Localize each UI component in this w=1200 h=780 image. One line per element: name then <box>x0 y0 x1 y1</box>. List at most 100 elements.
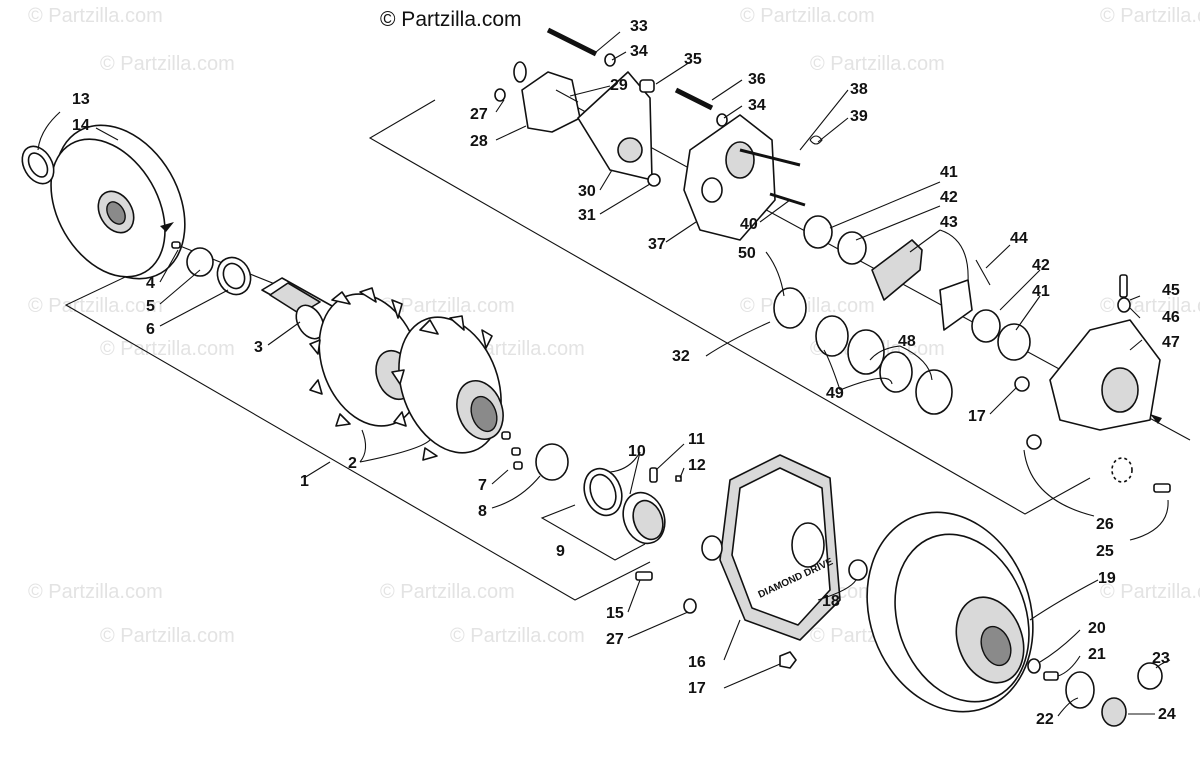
bolts-33-36 <box>546 27 728 187</box>
watermark: © Partzilla.com <box>380 295 515 317</box>
watermark: © Partzilla.com <box>28 295 163 317</box>
parts-20-24 <box>1027 658 1163 727</box>
leader-lines <box>37 31 1171 717</box>
callout-33: 33 <box>630 18 648 35</box>
caliper-37 <box>683 114 776 241</box>
callout-22: 22 <box>1036 711 1054 728</box>
callout-5: 5 <box>146 298 155 315</box>
parts-4-5-6 <box>171 241 252 296</box>
callout-28: 28 <box>470 133 488 150</box>
callout-27: 27 <box>470 106 488 123</box>
callout-18: 18 <box>822 593 840 610</box>
bracket-1 <box>64 269 651 601</box>
callout-29: 29 <box>610 77 628 94</box>
callout-13: 13 <box>72 91 90 108</box>
callout-24: 24 <box>1158 706 1176 723</box>
axis-lines <box>119 97 1191 441</box>
group-brackets <box>64 99 1091 601</box>
callout-43: 43 <box>940 214 958 231</box>
callout-42b: 42 <box>1032 257 1050 274</box>
watermark-layer: © Partzilla.com © Partzilla.com © Partzi… <box>28 5 1200 647</box>
parts-15-27-17-18 <box>635 559 868 669</box>
callout-6: 6 <box>146 321 155 338</box>
callout-2: 2 <box>348 455 357 472</box>
callout-26: 26 <box>1096 516 1114 533</box>
watermark: © Partzilla.com <box>380 581 515 603</box>
callout-7: 7 <box>478 477 487 494</box>
bracket-32 <box>368 99 1091 515</box>
caliper-28 <box>494 61 581 133</box>
arrow-marker <box>160 222 174 232</box>
watermark: © Partzilla.com <box>100 625 235 647</box>
callout-25: 25 <box>1096 543 1114 560</box>
watermark: © Partzilla.com <box>810 53 945 75</box>
bracket-9 <box>540 504 646 561</box>
callout-3: 3 <box>254 339 263 356</box>
callout-21: 21 <box>1088 646 1106 663</box>
callout-47: 47 <box>1162 334 1180 351</box>
callout-41b: 41 <box>1032 283 1050 300</box>
plate-30 <box>577 71 653 181</box>
parts-7-8 <box>501 431 569 481</box>
callout-49: 49 <box>826 385 844 402</box>
bearings-48-50 <box>773 287 953 415</box>
callout-17: 17 <box>688 680 706 697</box>
callout-46: 46 <box>1162 309 1180 326</box>
callout-50: 50 <box>738 245 756 262</box>
callout-9: 9 <box>556 543 565 560</box>
callout-8: 8 <box>478 503 487 520</box>
callout-labels: 1 2 3 4 5 6 7 8 9 10 11 12 13 14 15 16 1… <box>72 18 1180 728</box>
watermark: © Partzilla.com <box>1100 581 1200 603</box>
brake-pads-43 <box>871 239 991 331</box>
callout-20: 20 <box>1088 620 1106 637</box>
pistons-41-42 <box>803 215 1031 361</box>
callout-31: 31 <box>578 207 596 224</box>
callout-38: 38 <box>850 81 868 98</box>
watermark: © Partzilla.com <box>740 295 875 317</box>
callout-1: 1 <box>300 473 309 490</box>
callout-41: 41 <box>940 164 958 181</box>
watermark: © Partzilla.com <box>740 5 875 27</box>
callout-37: 37 <box>648 236 666 253</box>
watermark: © Partzilla.com <box>1100 5 1200 27</box>
watermark: © Partzilla.com <box>28 581 163 603</box>
callout-35: 35 <box>684 51 702 68</box>
callout-36: 36 <box>748 71 766 88</box>
callout-14: 14 <box>72 117 90 134</box>
callout-27b: 27 <box>606 631 624 648</box>
chaincase-16: DIAMOND DRIVE <box>701 454 841 641</box>
nut-13 <box>21 145 55 185</box>
callout-34: 34 <box>630 43 648 60</box>
callout-4: 4 <box>146 275 155 292</box>
copyright-text: © Partzilla.com <box>380 8 522 31</box>
callout-16: 16 <box>688 654 706 671</box>
watermark: © Partzilla.com <box>1100 295 1200 317</box>
callout-42: 42 <box>940 189 958 206</box>
watermark: © Partzilla.com <box>100 53 235 75</box>
callout-44: 44 <box>1010 230 1028 247</box>
callout-10: 10 <box>628 443 646 460</box>
pulley-14 <box>50 124 186 280</box>
sprocket-2b <box>391 315 504 461</box>
pins-38-40 <box>739 135 823 207</box>
brake-disc-19 <box>866 511 1034 713</box>
callout-12: 12 <box>688 457 706 474</box>
callout-48: 48 <box>898 333 916 350</box>
callout-32: 32 <box>672 348 690 365</box>
callout-34b: 34 <box>748 97 766 114</box>
callout-15: 15 <box>606 605 624 622</box>
callout-17b: 17 <box>968 408 986 425</box>
callout-39: 39 <box>850 108 868 125</box>
watermark: © Partzilla.com <box>100 338 235 360</box>
callout-23: 23 <box>1152 650 1170 667</box>
callout-40: 40 <box>740 216 758 233</box>
parts-10-11-12 <box>583 467 682 545</box>
watermark: © Partzilla.com <box>28 5 163 27</box>
watermark: © Partzilla.com <box>450 625 585 647</box>
callout-30: 30 <box>578 183 596 200</box>
callout-19: 19 <box>1098 570 1116 587</box>
callout-45: 45 <box>1162 282 1180 299</box>
callout-11: 11 <box>688 431 705 448</box>
